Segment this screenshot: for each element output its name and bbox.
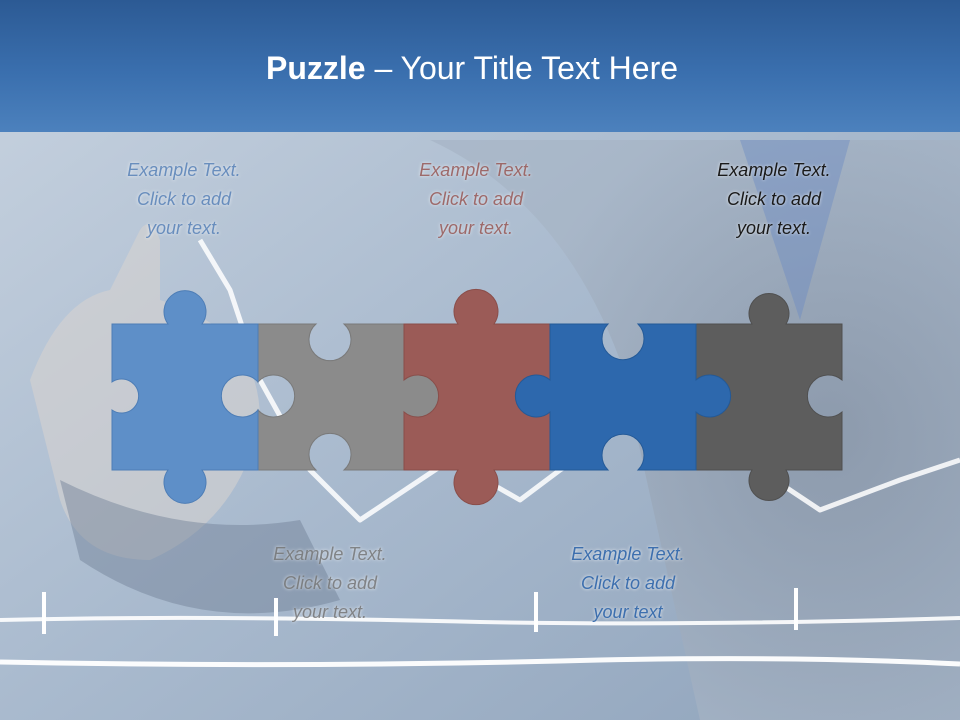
slide-title[interactable]: Puzzle – Your Title Text Here [0,50,944,87]
label-1-line-2: Click to add [136,189,232,209]
text-label-3[interactable]: Example Text. Click to add your text. [376,156,576,243]
title-bold: Puzzle [265,50,366,86]
label-2-line-1: Example Text. [273,544,387,564]
puzzle-piece-1[interactable] [111,290,259,504]
label-5-line-3: your text. [736,218,812,238]
text-label-4[interactable]: Example Text. Click to add your text [528,540,728,627]
label-4-line-1: Example Text. [571,544,685,564]
label-1-line-3: your text. [146,218,222,238]
header-bar [0,0,960,132]
text-label-5[interactable]: Example Text. Click to add your text. [674,156,874,243]
label-3-line-3: your text. [438,218,514,238]
label-3-line-2: Click to add [428,189,524,209]
label-5-line-1: Example Text. [717,160,831,180]
text-label-1[interactable]: Example Text. Click to add your text. [84,156,284,243]
label-4-line-3: your text [593,602,663,622]
label-2-line-2: Click to add [282,573,378,593]
label-3-line-1: Example Text. [419,160,533,180]
text-label-2[interactable]: Example Text. Click to add your text. [230,540,430,627]
label-2-line-3: your text. [292,602,368,622]
label-1-line-1: Example Text. [127,160,241,180]
label-5-line-2: Click to add [726,189,822,209]
label-4-line-2: Click to add [580,573,676,593]
puzzle-piece-2[interactable] [257,323,440,471]
title-rest: – Your Title Text Here [365,50,679,86]
puzzle-piece-4[interactable] [514,323,732,471]
